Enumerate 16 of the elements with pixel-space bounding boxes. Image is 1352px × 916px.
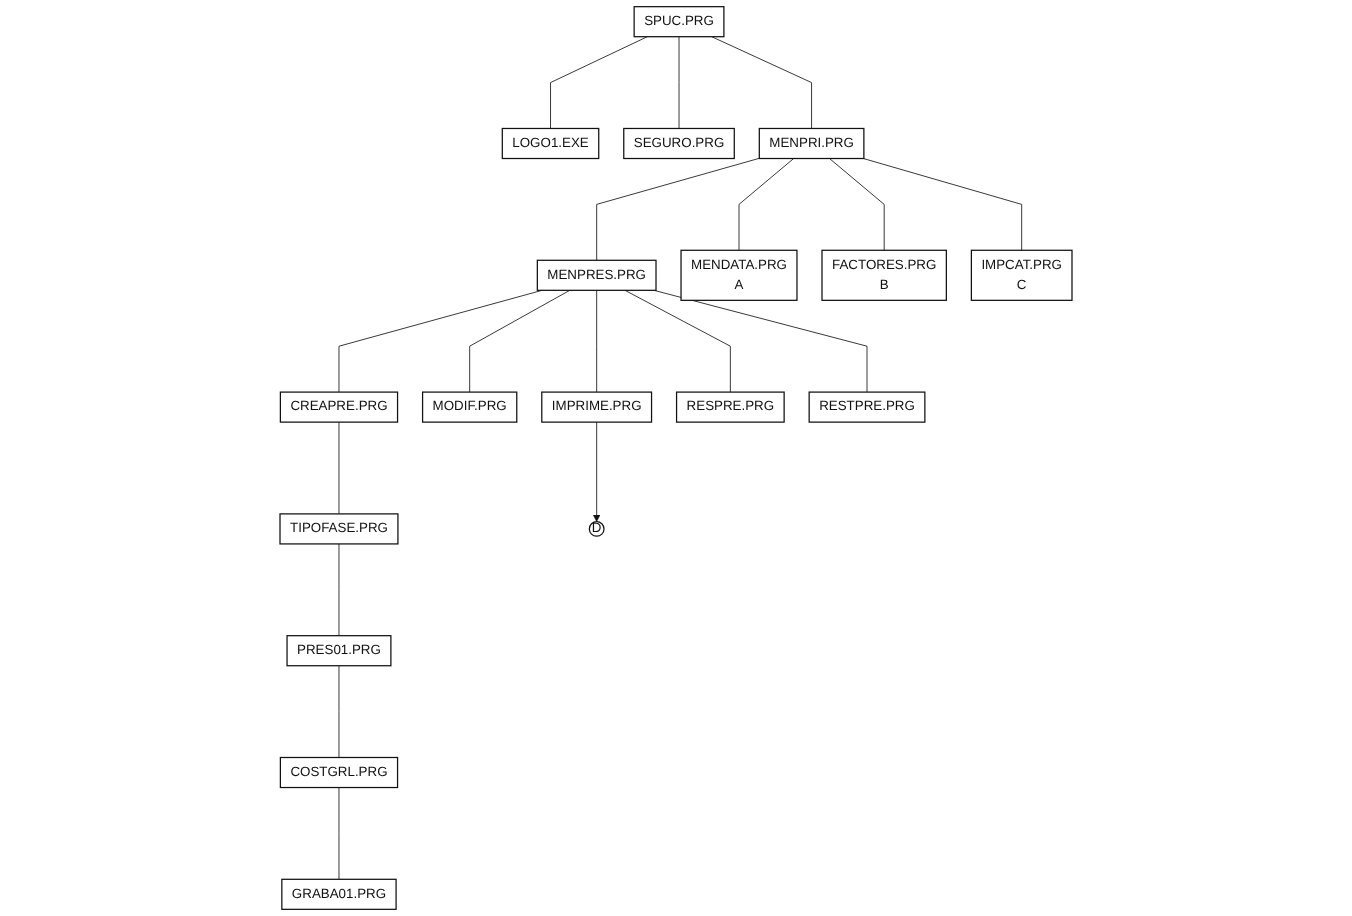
connector (624, 289, 731, 393)
connector (550, 36, 648, 129)
connector (829, 158, 885, 251)
connector (862, 158, 1023, 251)
connector (653, 289, 868, 393)
connector (678, 36, 680, 129)
connector (711, 36, 812, 129)
connector (596, 157, 760, 261)
connector (338, 421, 340, 515)
connector (738, 158, 795, 251)
connector (338, 543, 340, 637)
connector (596, 289, 598, 393)
connector (338, 787, 340, 880)
connector (338, 289, 543, 393)
connector (338, 665, 340, 758)
connector (469, 289, 571, 393)
